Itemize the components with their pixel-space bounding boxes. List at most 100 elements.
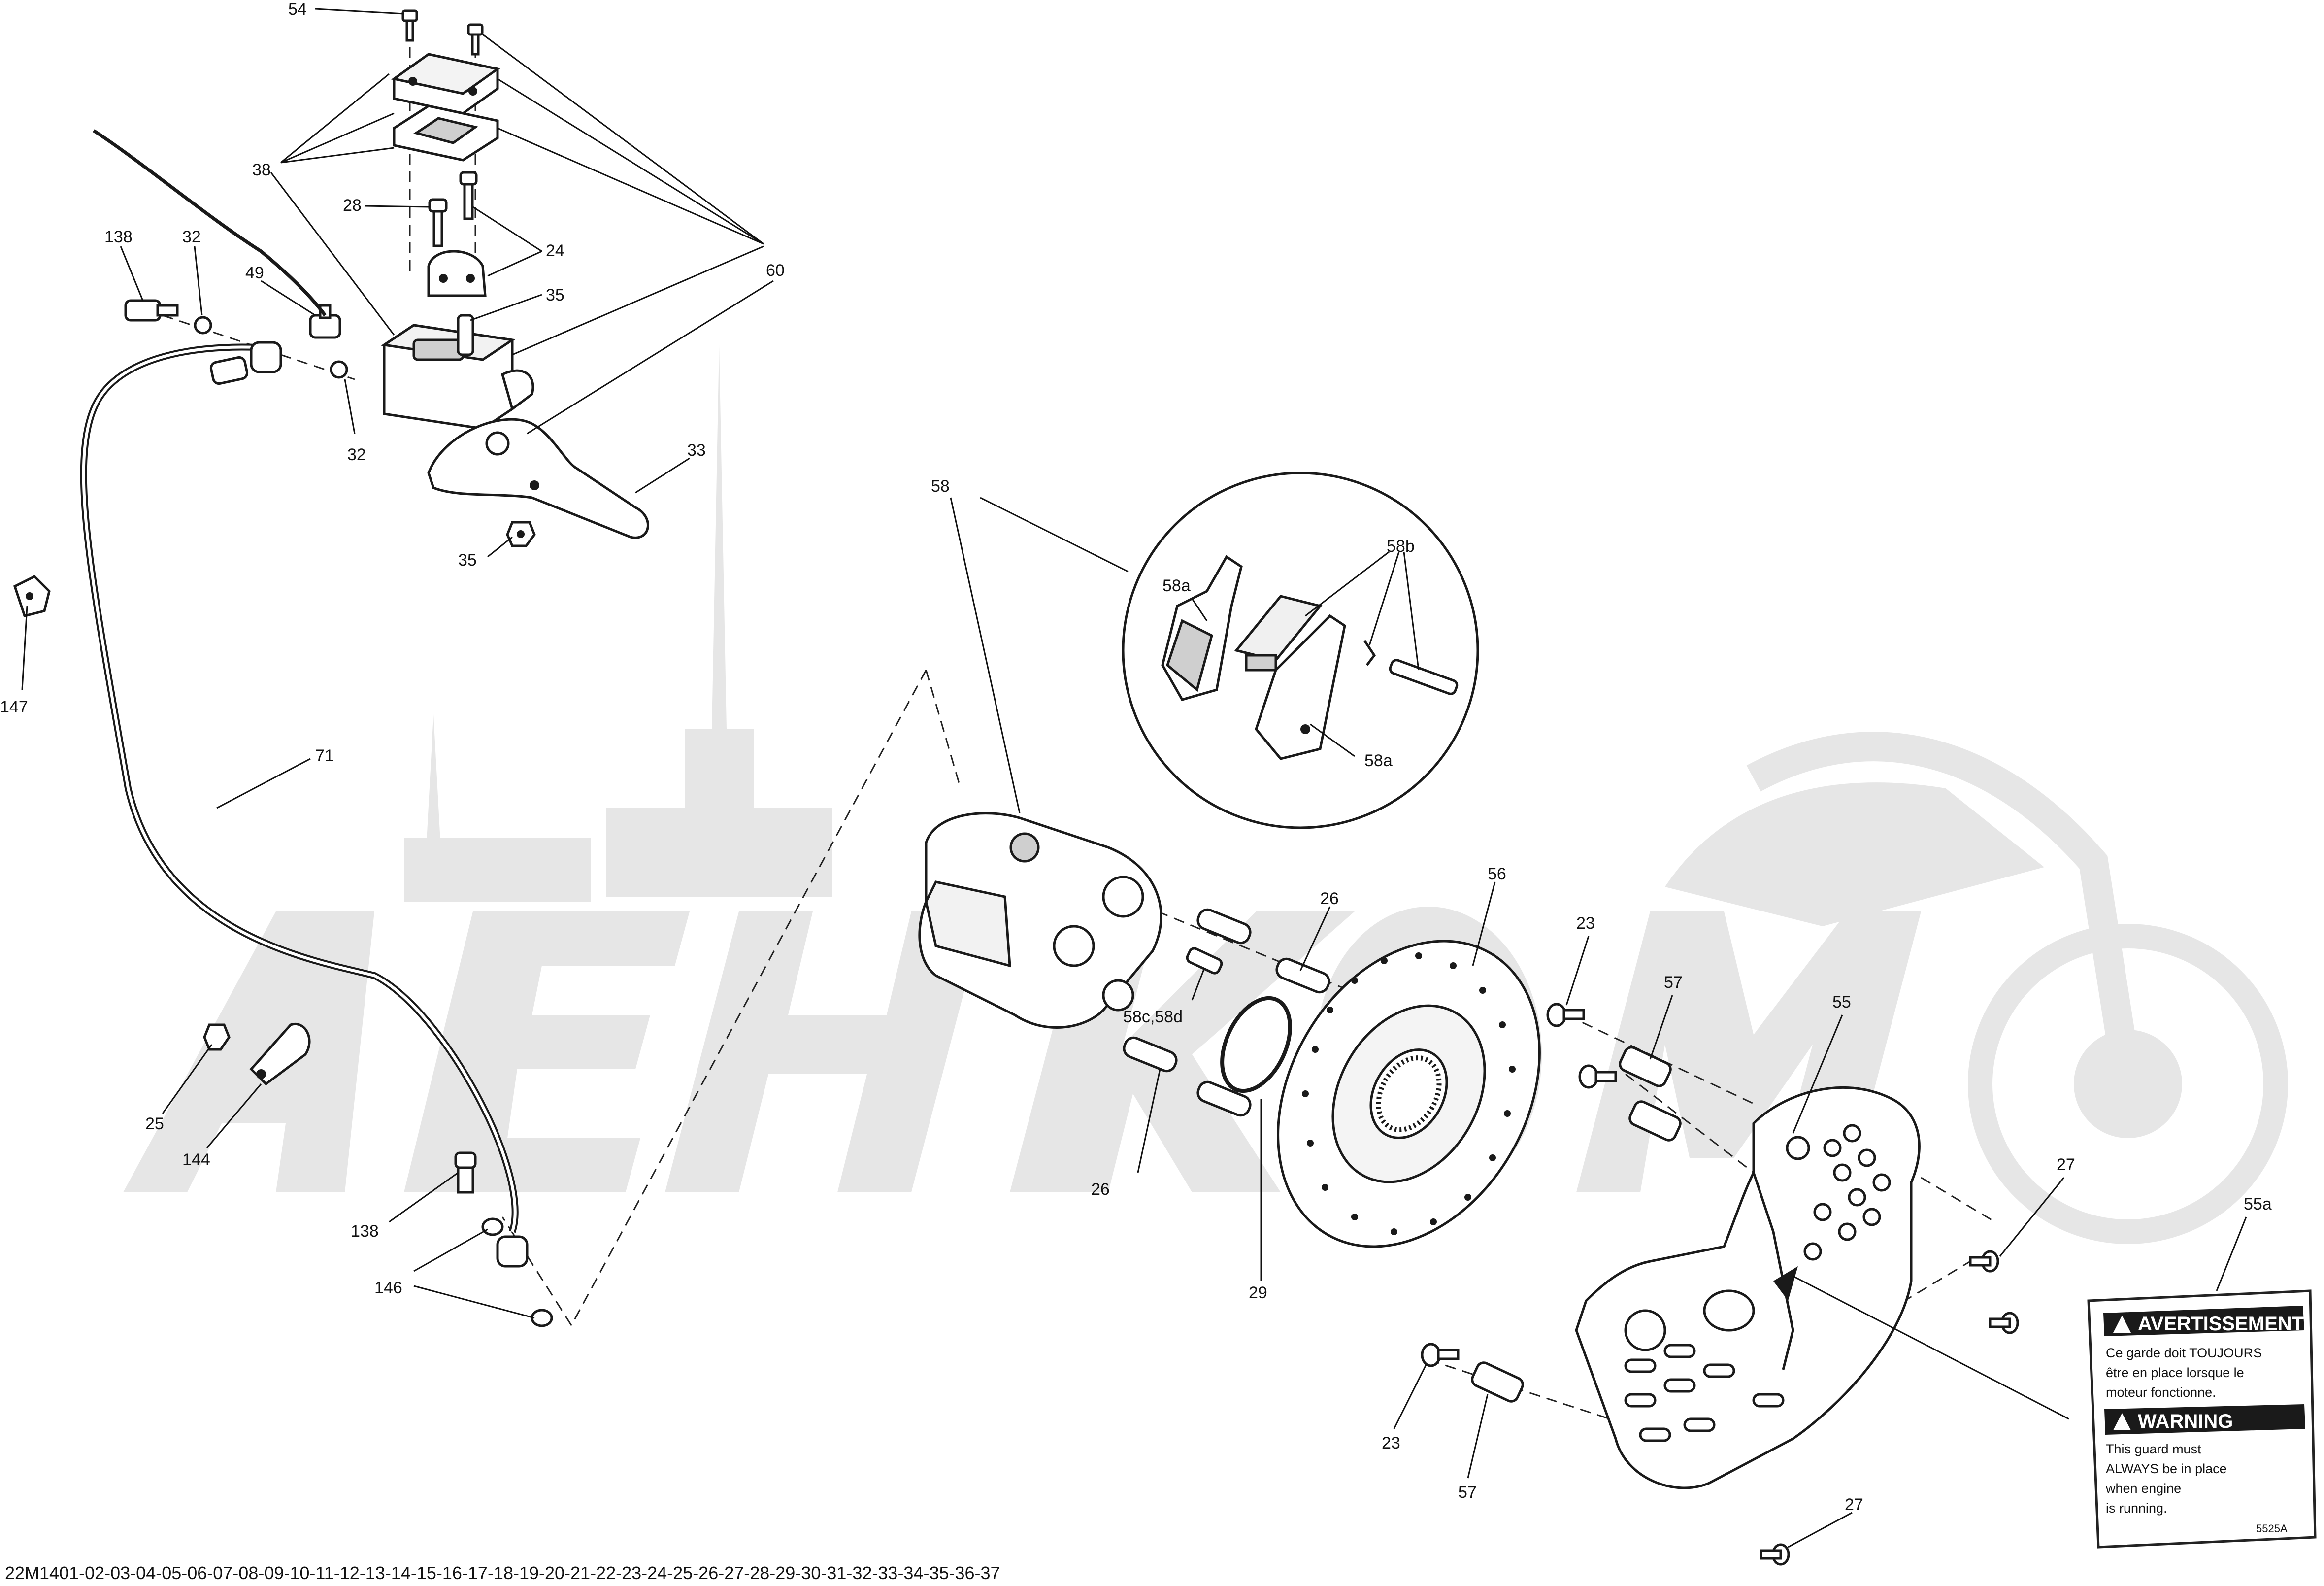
- callout-26-bottom: 26: [1091, 1180, 1110, 1199]
- callout-55a: 55a: [2244, 1195, 2272, 1214]
- callout-49: 49: [245, 264, 264, 282]
- callout-71: 71: [315, 746, 334, 765]
- brake-line-assembly: [13, 129, 553, 1327]
- caliper-bolts-26: [1123, 908, 1330, 1117]
- callout-147: 147: [0, 698, 28, 716]
- callout-60: 60: [766, 261, 785, 280]
- fr-line-2: être en place lorsque le: [2106, 1365, 2244, 1380]
- brake-switch-49: [309, 304, 341, 339]
- en-line-1: This guard must: [2106, 1442, 2201, 1456]
- brake-pad-58a-left: [1161, 555, 1243, 701]
- callout-55: 55: [1832, 993, 1851, 1012]
- callout-35-bottom: 35: [458, 551, 477, 570]
- bleed-valve-58c-58d: [1186, 947, 1223, 975]
- callout-38: 38: [252, 161, 271, 179]
- warning-triangle-fr-icon: [2113, 1316, 2131, 1333]
- hose-fitting-top: [209, 356, 249, 385]
- screw-27-top: [1969, 1250, 1999, 1273]
- pad-pin-58b: [1363, 640, 1459, 695]
- pad-detail-circle: [1122, 472, 1479, 829]
- brake-lever-33: [427, 418, 649, 539]
- fr-line-3: moteur fonctionne.: [2106, 1385, 2216, 1400]
- screw-27-bottom: [1760, 1543, 1790, 1566]
- callout-24: 24: [546, 241, 564, 260]
- en-line-3: when engine: [2105, 1481, 2181, 1496]
- screw-23-mid: [1578, 1064, 1617, 1089]
- callout-58a-right: 58a: [1364, 751, 1393, 770]
- en-line-2: ALWAYS be in place: [2106, 1461, 2227, 1476]
- callout-54: 54: [288, 0, 307, 19]
- guard-slots: [1624, 1124, 1891, 1442]
- callout-138-bottom: 138: [351, 1222, 379, 1241]
- nut-35: [506, 521, 536, 547]
- master-cylinder-body: [381, 314, 534, 430]
- fr-heading: AVERTISSEMENT: [2138, 1313, 2304, 1335]
- callout-138-top: 138: [104, 228, 133, 246]
- callout-57-bottom: 57: [1458, 1483, 1477, 1502]
- leader-lines: [21, 8, 2247, 1548]
- clip-147: [13, 574, 51, 617]
- callout-25: 25: [145, 1114, 164, 1133]
- o-ring-29: [1220, 996, 1292, 1093]
- callout-35-top: 35: [546, 286, 564, 304]
- pad-spring-58b: [1234, 595, 1323, 672]
- callout-58b: 58b: [1387, 537, 1415, 556]
- callout-56: 56: [1488, 865, 1506, 883]
- callout-58c-58d: 58c,58d: [1123, 1008, 1183, 1026]
- callout-58a-left: 58a: [1162, 576, 1191, 595]
- spacer-57-top-b: [1628, 1100, 1682, 1142]
- callout-23-bottom: 23: [1382, 1434, 1400, 1452]
- screw-23-top: [1546, 1003, 1585, 1027]
- screw-54-left: [401, 9, 418, 42]
- washer-32-top: [194, 316, 212, 335]
- callout-144: 144: [182, 1150, 210, 1169]
- banjo-fitting-bottom: [496, 1235, 529, 1268]
- master-cylinder-assembly: [381, 9, 649, 547]
- switch-wire: [93, 129, 327, 317]
- washer-32-bottom: [330, 360, 348, 379]
- callout-27-bottom: 27: [1845, 1495, 1863, 1514]
- callout-57-top: 57: [1664, 973, 1683, 992]
- callout-29: 29: [1249, 1283, 1267, 1302]
- en-heading-bar: [2104, 1404, 2305, 1435]
- callout-33: 33: [687, 441, 706, 460]
- callout-26-top: 26: [1320, 889, 1339, 908]
- brake-caliper-58: [918, 812, 1162, 1029]
- bolt-28: [428, 198, 448, 247]
- screw-54-right: [467, 23, 484, 56]
- fr-heading-bar: [2103, 1306, 2304, 1336]
- watermark-motorcycle: [1665, 732, 2288, 1244]
- callout-146: 146: [374, 1279, 402, 1297]
- nut-25: [203, 1023, 231, 1051]
- en-heading: WARNING: [2138, 1411, 2233, 1432]
- diagram-part-number: 22M1401-02-03-04-05-06-07-08-09-10-11-12…: [5, 1563, 1000, 1583]
- banjo-bolt-138-bottom: [454, 1151, 477, 1194]
- clamp-144: [249, 1022, 311, 1086]
- watermark-spire: [404, 345, 832, 902]
- reservoir-diaphragm: [393, 104, 499, 162]
- bolt-24: [459, 171, 478, 220]
- warning-triangle-en-icon: [2113, 1413, 2131, 1430]
- washer-146-top: [481, 1217, 504, 1236]
- fr-line-1: Ce garde doit TOUJOURS: [2106, 1346, 2262, 1360]
- callout-27-top: 27: [2057, 1155, 2075, 1174]
- callout-23-top: 23: [1576, 914, 1595, 933]
- warning-decal-55a: AVERTISSEMENT Ce garde doit TOUJOURS êtr…: [2087, 1289, 2317, 1549]
- en-line-4: is running.: [2106, 1501, 2167, 1516]
- washer-146-bottom: [531, 1309, 553, 1327]
- callout-32-top: 32: [182, 228, 201, 246]
- screw-27-mid: [1989, 1312, 2019, 1334]
- reservoir-cover: [391, 53, 501, 115]
- brake-disc-56: [1277, 940, 1541, 1248]
- spacer-57-bottom: [1471, 1361, 1524, 1403]
- callout-58: 58: [931, 477, 950, 496]
- spacer-57-top-a: [1619, 1046, 1672, 1087]
- disc-guard-55: [1575, 1086, 1921, 1489]
- callout-28: 28: [343, 196, 362, 215]
- banjo-fitting-top: [250, 341, 282, 373]
- clamp-half: [427, 250, 487, 297]
- callout-numbers: 54 38 28 24 60 35 138 32 49 32 33 35 147…: [0, 0, 2272, 1514]
- screw-23-bottom: [1421, 1343, 1460, 1367]
